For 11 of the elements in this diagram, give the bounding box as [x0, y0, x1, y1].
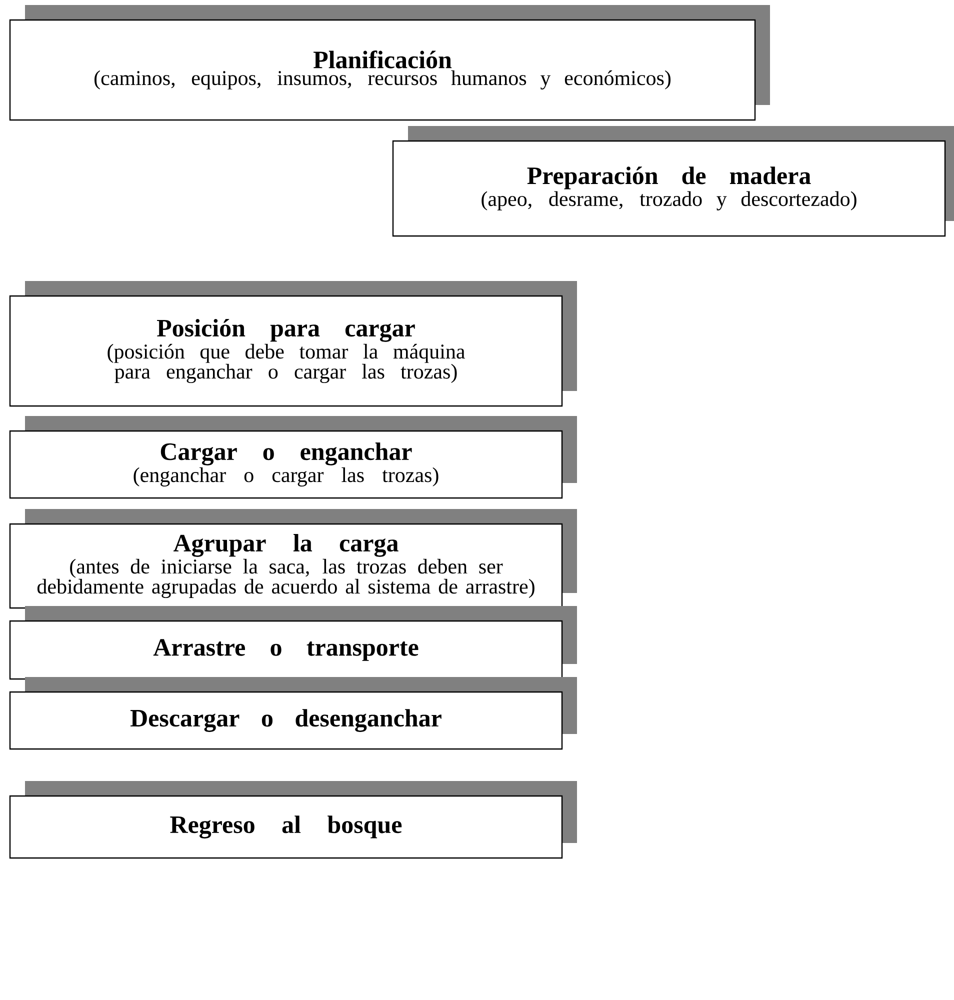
process-box: Cargar o enganchar (enganchar o cargar las trozas) — [9, 416, 577, 499]
node-label: Agrupar la carga — [173, 534, 398, 557]
process-box: Planificación (caminos, equipos, insumos, recursos humanos y económicos) — [9, 5, 770, 121]
process-box: Regreso al bosque — [9, 781, 577, 859]
process-box: Agrupar la carga (antes de iniciarse la saca, las trozas deben ser debidamente agrupadas de acuerdo al sistema de arrastre) — [9, 509, 577, 609]
node-label: Arrastre o transporte — [153, 639, 418, 661]
process-box: Preparación de madera (apeo, desrame, trozado y descortezado) — [392, 126, 954, 237]
process-box: Descargar o desenganchar — [9, 677, 577, 750]
process-box: Arrastre o transporte — [9, 606, 577, 680]
node-label: (antes de iniciarse la saca, las trozas deben ser debidamente agrupadas de acuerdo al sistema de arrastre) — [37, 558, 534, 598]
process-box: Posición para cargar (posición que debe tomar la máquina para enganchar o cargar las trozas) — [9, 281, 577, 407]
